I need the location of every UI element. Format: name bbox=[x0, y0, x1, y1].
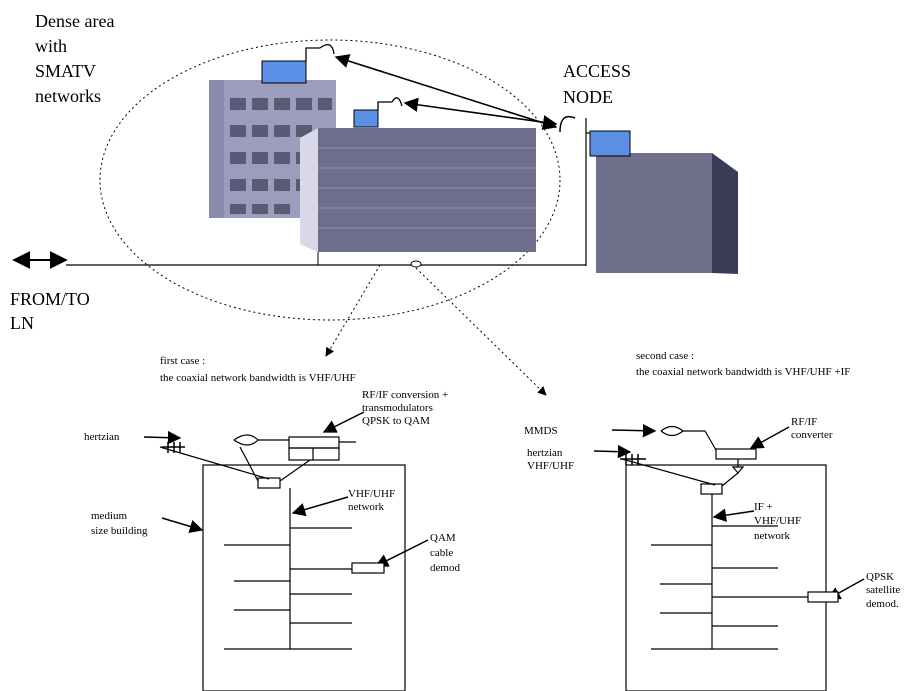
first-case-hertzian-arrow bbox=[143, 430, 182, 445]
rooftop-box-a bbox=[261, 60, 307, 84]
dish-b-icon bbox=[377, 97, 403, 110]
link-arrow-b bbox=[403, 97, 558, 130]
second-case-distribution-network bbox=[651, 494, 808, 650]
from-to-label: FROM/TO LN bbox=[10, 289, 94, 333]
second-case-if-network-label: IF + VHF/UHF network bbox=[754, 501, 804, 542]
second-case-antenna-icon bbox=[620, 454, 646, 465]
second-case-rfif-arrow bbox=[749, 426, 790, 449]
first-case-building-arrow bbox=[161, 517, 204, 533]
qpsk-demod-box bbox=[807, 591, 839, 603]
tap-junction bbox=[410, 260, 422, 268]
second-case-rfif-label: RF/IF converter bbox=[791, 416, 833, 441]
second-case-hertzian-label: hertzian VHF/UHF bbox=[527, 447, 574, 472]
first-case-distribution-network bbox=[224, 488, 352, 650]
first-case-building bbox=[202, 464, 406, 691]
second-case-mmds-label: MMDS bbox=[524, 425, 558, 437]
second-case-equipment bbox=[621, 425, 757, 495]
first-case-qam-arrow bbox=[374, 539, 429, 567]
access-node-box bbox=[596, 153, 738, 274]
qam-demod-box bbox=[351, 562, 385, 574]
first-case-medium-building-label: medium size building bbox=[91, 510, 148, 537]
first-case-conversion-label: RF/IF conversion + transmodulators QPSK … bbox=[362, 389, 451, 427]
second-case-title: second case : the coaxial network bandwi… bbox=[636, 350, 850, 378]
first-case-antenna-icon bbox=[162, 442, 185, 453]
second-case-qpsk-label: QPSK satellite demod. bbox=[866, 571, 903, 610]
first-case-qam-label: QAM cable demod bbox=[430, 532, 460, 574]
building-b bbox=[300, 128, 536, 252]
first-case-hertzian-label: hertzian bbox=[84, 431, 120, 443]
dense-area-ellipse bbox=[99, 39, 561, 321]
second-case-building bbox=[625, 464, 827, 691]
second-case-mmds-arrow bbox=[611, 423, 657, 438]
connector-first-case bbox=[325, 264, 381, 357]
first-case-vhf-network-label: VHF/UHF network bbox=[348, 488, 398, 513]
first-case-network-arrow bbox=[291, 496, 349, 517]
dish-a-icon bbox=[305, 43, 335, 61]
second-case-hertzian-arrow bbox=[593, 444, 632, 459]
dense-area-label: Dense area with SMATV networks bbox=[35, 11, 119, 106]
first-case-title: first case : the coaxial network bandwid… bbox=[160, 355, 356, 384]
first-case-equipment bbox=[159, 434, 356, 489]
rooftop-box-b bbox=[353, 109, 379, 128]
access-node-dish-icon bbox=[559, 115, 576, 133]
first-case-conversion-arrow bbox=[322, 411, 365, 433]
connector-second-case bbox=[415, 267, 547, 396]
node-equipment-box bbox=[589, 130, 631, 157]
access-node-label: ACCESS NODE bbox=[563, 61, 636, 107]
second-case-network-arrow bbox=[712, 508, 755, 522]
